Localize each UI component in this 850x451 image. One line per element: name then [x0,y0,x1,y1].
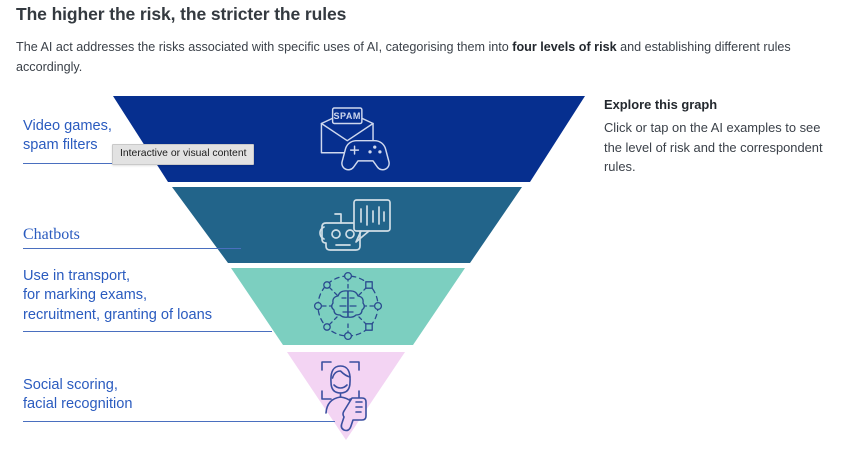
explore-graph-title: Explore this graph [604,97,718,112]
funnel-band-4-shape[interactable] [287,352,405,440]
funnel-level-high-risk[interactable] [231,268,465,345]
funnel-level-minimal-risk[interactable]: SPAM [113,96,585,182]
explore-graph-body: Click or tap on the AI examples to see t… [604,120,823,175]
intro-emphasis: four levels of risk [512,39,617,54]
risk-label-rule-limited [23,248,241,249]
page-title: The higher the risk, the stricter the ru… [16,4,347,24]
funnel-level-limited-risk[interactable] [172,187,522,263]
intro-paragraph: The AI act addresses the risks associate… [16,37,806,78]
facial-recognition-thumbsdown-icon [321,361,367,432]
tooltip: Interactive or visual content [112,144,255,165]
risk-label-rule-unacceptable [23,421,335,422]
header: The higher the risk, the stricter the ru… [16,4,822,78]
ai-brain-network-icon [313,271,383,341]
funnel-level-unacceptable-risk[interactable] [287,352,405,440]
risk-label-unacceptable[interactable]: Social scoring, facial recognition [23,377,133,413]
chatbot-robot-icon [319,199,391,251]
explore-graph-panel: Explore this graph Click or tap on the A… [604,97,828,177]
risk-label-high[interactable]: Use in transport, for marking exams, rec… [23,268,213,323]
intro-text-part2: and establishing different rules accordi… [16,39,791,75]
risk-label-rule-high [23,331,272,332]
svg-text:SPAM: SPAM [334,111,361,121]
risk-label-limited[interactable]: Chatbots [23,226,80,243]
risk-label-minimal[interactable]: Video games, spam filters [23,118,112,154]
intro-text-part1: The AI act addresses the risks associate… [16,39,513,54]
spam-envelope-gamepad-icon: SPAM [320,107,390,171]
